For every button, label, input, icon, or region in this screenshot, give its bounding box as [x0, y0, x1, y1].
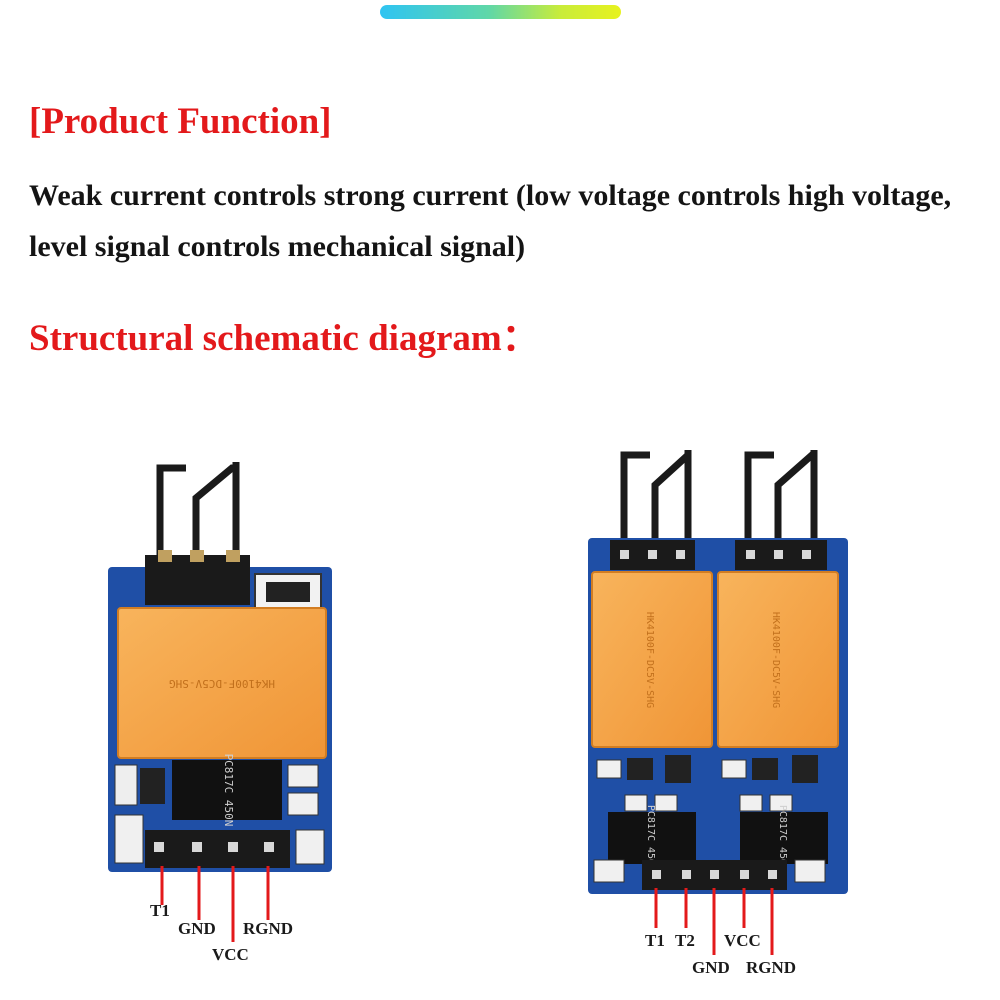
- relay-marking-2: HK4100F-DC5V-SHG: [770, 612, 781, 708]
- pin-label-rgnd: RGND: [746, 958, 797, 977]
- product-function-description: Weak current controls strong current (lo…: [29, 179, 952, 263]
- contact-wire: [620, 451, 650, 540]
- chip-marking: PC817C 450N: [222, 754, 235, 827]
- chip-marking-1: PC817C 450N: [645, 805, 656, 871]
- single-relay-module: HK4100F-DC5V-SHG PC817C 450N: [108, 462, 332, 942]
- pin-label-vcc: VCC: [724, 931, 761, 950]
- contact-wire: [744, 451, 774, 540]
- contact-wire: [774, 451, 815, 540]
- pin-label-t2: T2: [675, 931, 695, 950]
- schematic-heading: Structural schematic diagram：: [29, 318, 539, 359]
- relay-body-1: [591, 571, 713, 748]
- dual-relay-module: HK4100F-DC5V-SHG HK4100F-DC5V-SHG PC817C…: [588, 450, 848, 955]
- pin-label-vcc: VCC: [212, 945, 249, 964]
- output-header: [145, 555, 250, 605]
- optocoupler-chip-1: [608, 812, 696, 864]
- contact-wire: [156, 464, 186, 560]
- pin-label-rgnd: RGND: [243, 919, 294, 938]
- pin-label-t1: T1: [150, 901, 170, 920]
- product-function-heading: [Product Function]: [29, 101, 332, 142]
- relay-marking: HK4100F-DC5V-SHG: [169, 677, 275, 690]
- chip-marking-2: PC817C 450N: [777, 805, 788, 871]
- pin-label-gnd: GND: [692, 958, 730, 977]
- optocoupler-chip-2: [740, 812, 828, 864]
- pin-label-t1: T1: [645, 931, 665, 950]
- gradient-top-bar: [380, 5, 621, 19]
- pin-label-gnd: GND: [178, 919, 216, 938]
- relay-body-2: [717, 571, 839, 748]
- optocoupler-chip: [172, 760, 282, 820]
- relay-body: [117, 607, 327, 759]
- relay-marking-1: HK4100F-DC5V-SHG: [644, 612, 655, 708]
- contact-wire: [192, 464, 236, 560]
